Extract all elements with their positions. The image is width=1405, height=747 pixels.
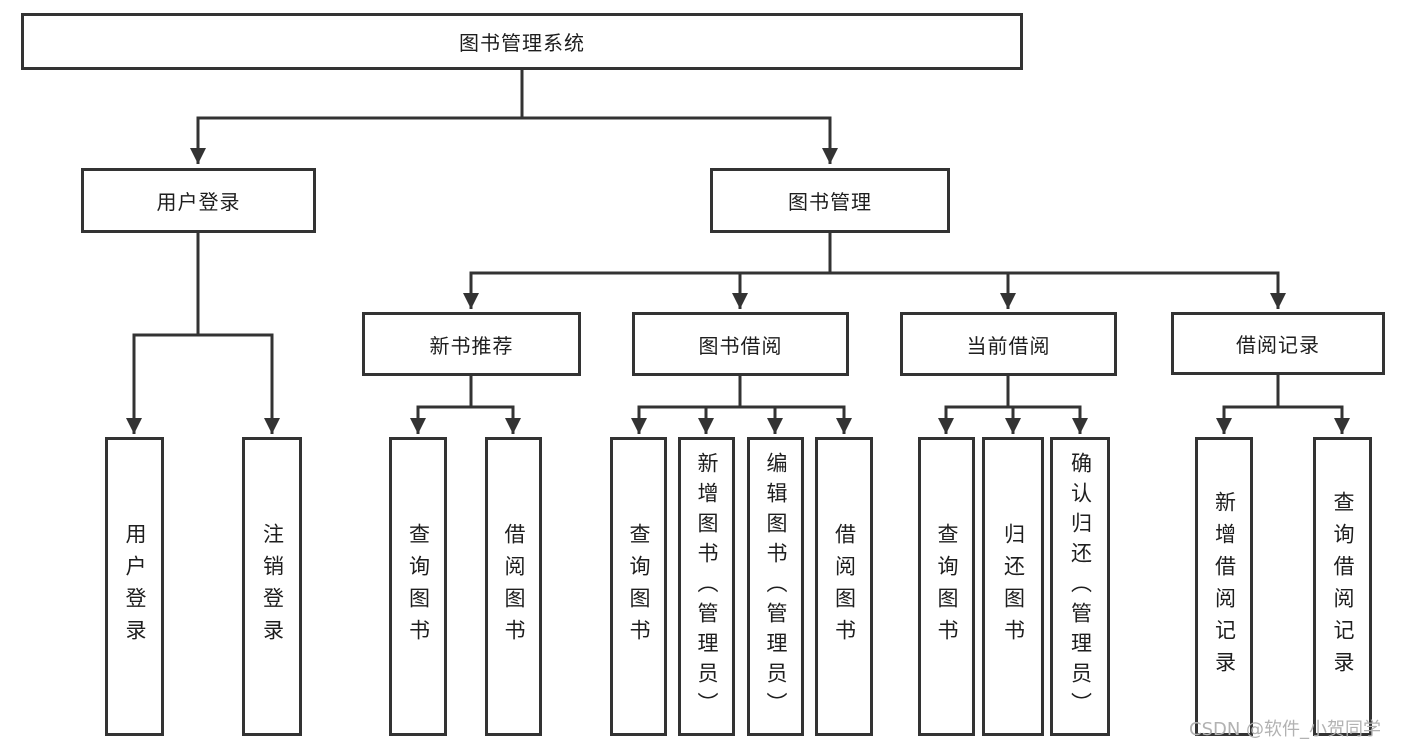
connector — [828, 233, 1286, 309]
node-label: 确认归还（管理员） — [1068, 451, 1093, 722]
node-book-management: 图书管理 — [710, 168, 950, 233]
leaf-edit-books-admin: 编辑图书（管理员） — [747, 437, 804, 736]
node-book-management-system: 图书管理系统 — [21, 13, 1023, 70]
connector — [196, 233, 280, 434]
connector — [1216, 375, 1280, 434]
connector — [738, 376, 852, 434]
connector — [126, 233, 200, 434]
connector — [1276, 375, 1350, 434]
node-label: 借阅记录 — [1236, 333, 1320, 357]
node-label: 归还图书 — [1001, 522, 1026, 651]
connector — [469, 376, 521, 434]
node-label: 查询借阅记录 — [1331, 490, 1355, 683]
connector — [631, 376, 742, 434]
node-label: 新书推荐 — [429, 333, 514, 358]
leaf-logout: 注销登录 — [242, 437, 302, 736]
node-current-borrowing: 当前借阅 — [900, 312, 1117, 376]
connector — [463, 233, 832, 309]
node-new-book-recommend: 新书推荐 — [362, 312, 581, 376]
csdn-watermark: CSDN @软件_小贺同学 — [1189, 719, 1382, 740]
node-label: 图书管理 — [788, 190, 872, 214]
connector — [938, 376, 1010, 434]
node-borrowing-records: 借阅记录 — [1171, 312, 1385, 375]
node-label: 当前借阅 — [966, 333, 1051, 358]
node-label: 查询图书 — [627, 522, 651, 651]
node-label: 用户登录 — [123, 522, 147, 651]
connector — [738, 376, 783, 434]
node-label: 注销登录 — [260, 522, 285, 651]
connector — [190, 69, 524, 164]
leaf-query-books-recommend: 查询图书 — [389, 437, 447, 736]
leaf-query-books-borrowing: 查询图书 — [610, 437, 667, 736]
node-user-login: 用户登录 — [81, 168, 316, 233]
node-label: 新增借阅记录 — [1212, 490, 1237, 683]
node-label: 查询图书 — [935, 522, 959, 651]
node-label: 借阅图书 — [832, 522, 857, 651]
connector — [698, 376, 742, 434]
node-label: 新增图书（管理员） — [695, 451, 719, 722]
connector — [1006, 376, 1088, 434]
connector — [732, 233, 832, 309]
connector — [828, 233, 1016, 309]
leaf-query-books-current: 查询图书 — [918, 437, 975, 736]
leaf-borrow-books-recommend: 借阅图书 — [485, 437, 542, 736]
node-label: 图书管理系统 — [459, 31, 585, 55]
node-label: 查询图书 — [406, 522, 431, 651]
leaf-confirm-return-admin: 确认归还（管理员） — [1050, 437, 1110, 736]
connector — [410, 376, 473, 434]
leaf-query-borrow-record: 查询借阅记录 — [1313, 437, 1372, 736]
leaf-return-books: 归还图书 — [982, 437, 1044, 736]
connector — [520, 69, 838, 164]
leaf-add-books-admin: 新增图书（管理员） — [678, 437, 735, 736]
leaf-borrow-books: 借阅图书 — [815, 437, 873, 736]
node-label: 编辑图书（管理员） — [764, 451, 788, 722]
leaf-user-login: 用户登录 — [105, 437, 164, 736]
leaf-add-borrow-record: 新增借阅记录 — [1195, 437, 1253, 736]
node-label: 借阅图书 — [502, 522, 526, 651]
node-label: 用户登录 — [156, 190, 241, 214]
node-book-borrowing: 图书借阅 — [632, 312, 849, 376]
node-label: 图书借阅 — [698, 333, 783, 358]
